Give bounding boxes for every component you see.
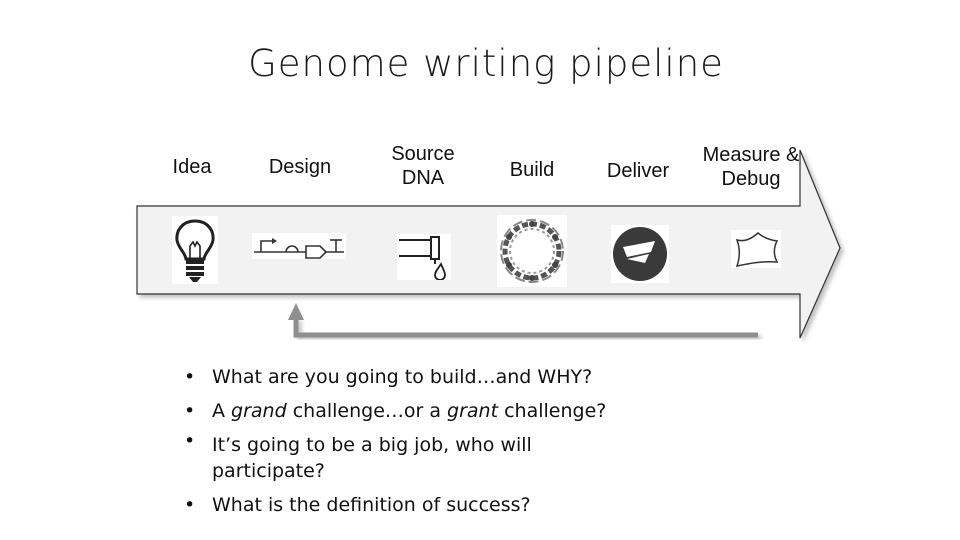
bullet-text-italic: grant [447, 400, 499, 422]
genetic-circuit-icon [252, 233, 346, 259]
stage-label-build: Build [509, 159, 555, 181]
bullet-list: What are you going to build…and WHY? A g… [182, 360, 652, 522]
lightbulb-icon [172, 216, 218, 284]
bullet-text-italic: grand [231, 400, 287, 422]
bullet-text: What is the definition of success? [212, 494, 531, 516]
bullet-text: challenge? [498, 400, 607, 422]
circular-dna-icon [497, 215, 567, 287]
delivery-logo-icon [611, 225, 669, 283]
bullet-text: A [212, 400, 232, 422]
bullet-text: What are you going to build…and WHY? [212, 366, 593, 388]
dna-synthesizer-icon [397, 234, 451, 280]
bullet-item: It’s going to be a big job, who will par… [182, 428, 542, 488]
stage-label-idea: Idea [172, 156, 212, 178]
slide-title: Genome writing pipeline [248, 42, 724, 85]
feedback-arrow [288, 303, 758, 338]
stage-label-design: Design [268, 156, 332, 178]
stage-label-measure-debug: Measure & Debug [702, 144, 800, 190]
pipeline-arrow-body [136, 149, 841, 339]
bullet-item: A grand challenge…or a grant challenge? [182, 394, 652, 428]
bullet-item: What is the definition of success? [182, 488, 652, 522]
bullet-text: challenge…or a [286, 400, 448, 422]
stage-label-deliver: Deliver [606, 160, 670, 182]
bullet-text: It’s going to be a big job, who will par… [212, 434, 532, 482]
cell-outline-icon [731, 230, 781, 268]
stage-label-source-dna: Source DNA [391, 143, 455, 189]
bullet-item: What are you going to build…and WHY? [182, 360, 652, 394]
